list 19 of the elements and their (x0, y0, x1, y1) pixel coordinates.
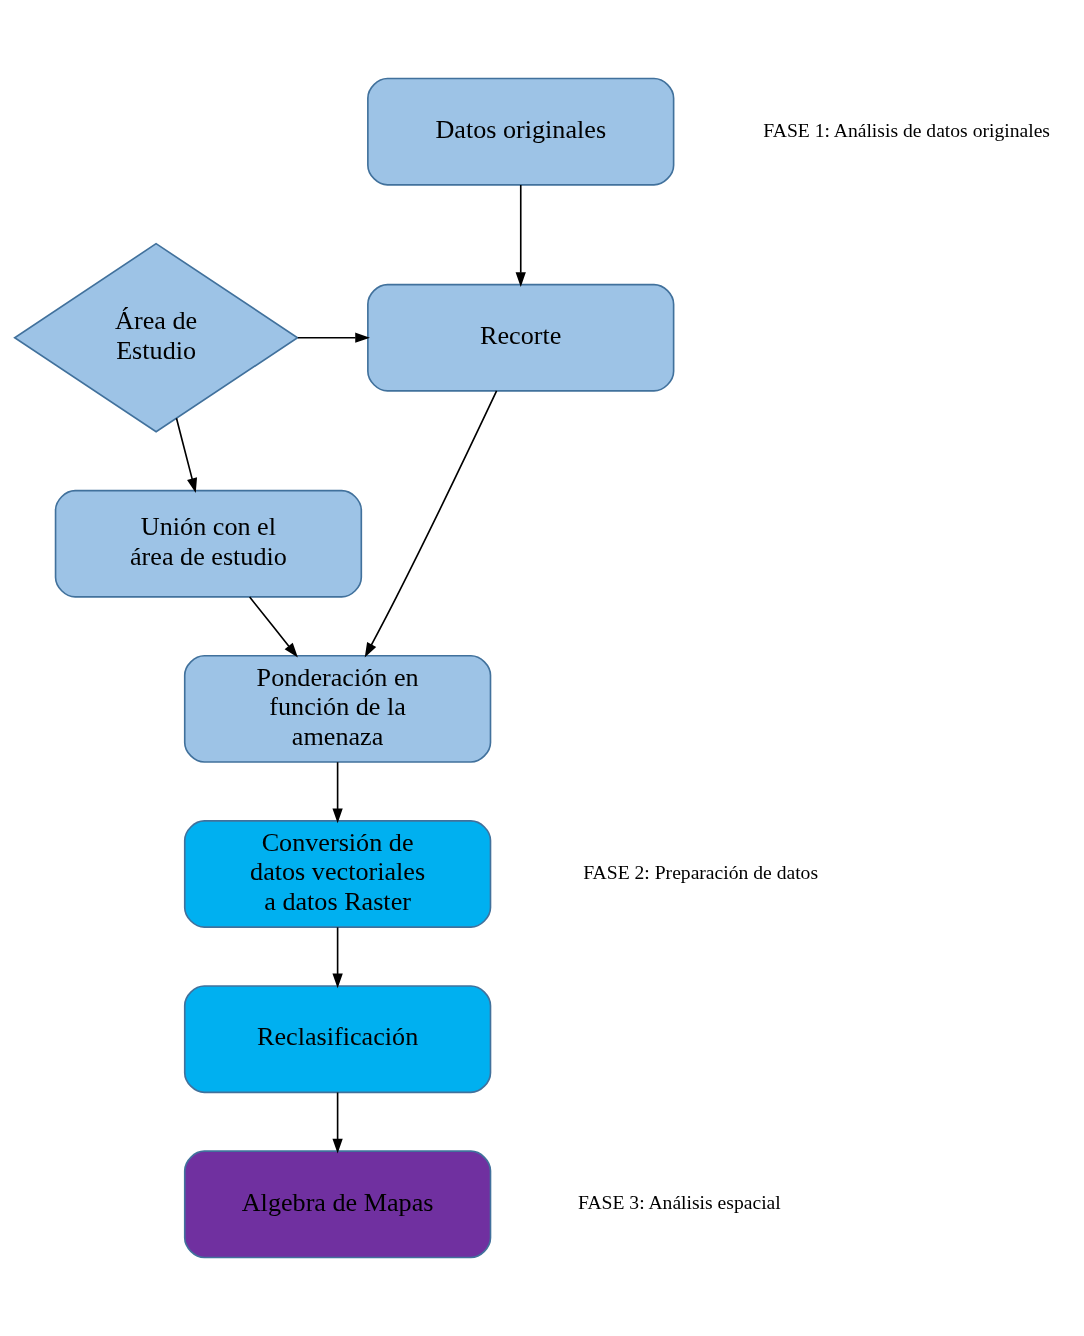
label: FASE 3: Análisis espacial (577, 1192, 781, 1214)
node-box: Ponderación en función de la amenaza (183, 654, 492, 763)
arrow (515, 184, 526, 287)
arrow (364, 390, 498, 658)
arrow (332, 1091, 343, 1154)
arrow (175, 417, 198, 493)
arrow (332, 761, 343, 824)
arrow (248, 596, 298, 658)
node-box: Datos originales (367, 77, 675, 186)
arrow (332, 926, 343, 989)
node-box: Conversión de datos vectoriales a datos Raster (183, 820, 492, 928)
label: FASE 1: Análisis de datos originales (763, 119, 1050, 141)
label: FASE 2: Preparación de datos (583, 862, 819, 884)
arrow (297, 332, 370, 343)
node-diamond: Área de Estudio (13, 242, 300, 433)
node-box: Reclasificación (183, 985, 492, 1094)
node-box: Algebra de Mapas (183, 1150, 492, 1259)
node-box: Unión con el área de estudio (54, 489, 363, 598)
node-box: Recorte (367, 283, 675, 392)
